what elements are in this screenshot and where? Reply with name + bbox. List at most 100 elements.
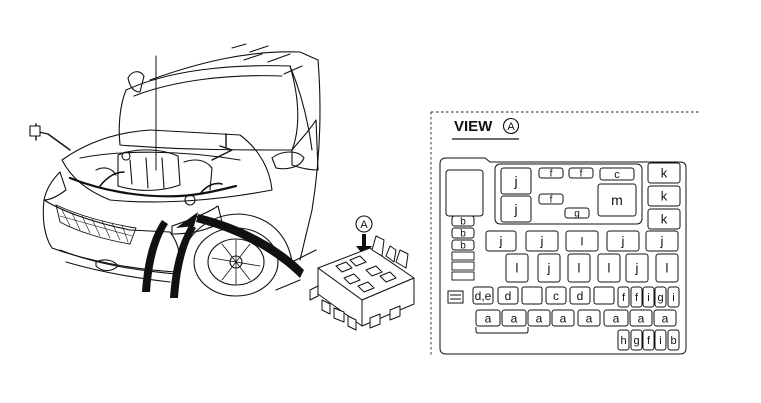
fuse-cell-box [569, 286, 591, 305]
fuse-cell-box [551, 309, 575, 327]
fuse-cell-box [451, 239, 475, 251]
fuse-cell-a8: a [653, 309, 677, 327]
fuse-cell-label: f [550, 195, 553, 206]
pointer-arrow-engine [176, 212, 198, 228]
fuse-cell-jr6: j [625, 253, 649, 283]
fuse-cell-label: a [511, 311, 518, 325]
fuse-cell-b4: b [667, 329, 680, 351]
ground-bolt-right [211, 133, 233, 161]
fuse-cell-box [630, 286, 643, 308]
fuse-cell-box [667, 329, 680, 351]
wiring-harness [68, 176, 238, 198]
fuse-cell-c1: c [545, 286, 567, 305]
fuse-cell-box [629, 309, 653, 327]
fuse-cell-label: j [499, 234, 503, 249]
fuse-cell-label: k [661, 189, 668, 204]
relay-symbol-lines [450, 294, 461, 300]
fuse-cell-label: f [647, 335, 651, 347]
fuse-cell-box [485, 230, 517, 252]
fuse-cell-box [654, 286, 667, 308]
fuse-cell-label: b [460, 241, 466, 252]
fuse-cell-label: l [608, 261, 611, 276]
fuse-cell-label: a [536, 311, 543, 325]
fuse-cell-label: g [574, 209, 580, 220]
fuse-cell-b1: b [451, 215, 475, 228]
b-blank-2 [451, 261, 475, 271]
fuse-cell-label: a [560, 311, 567, 325]
fuse-cell-f4: f [617, 286, 630, 308]
fuse-cell-label: m [611, 192, 623, 208]
fuse-cell-jr2: j [525, 230, 559, 252]
fuse-cell-box [654, 329, 667, 351]
fuse-cell-box [567, 253, 591, 283]
fuse-cell-box [537, 253, 561, 283]
fuse-cell-a4: a [551, 309, 575, 327]
fuse-cell-jr4: j [645, 230, 679, 252]
blank-block [445, 169, 484, 217]
hood-crease [79, 151, 241, 161]
fuse-cell-box [655, 253, 679, 283]
fuse-cell-label: g [633, 335, 639, 347]
fuse-cell-box [647, 162, 681, 184]
fuse-cell-label: j [621, 234, 625, 249]
fuse-cell-label: f [622, 292, 626, 304]
reservoir-cap [121, 151, 131, 161]
fuse-cell-box [577, 309, 601, 327]
fuse-cell-k2: k [647, 185, 681, 207]
lower-bumper [59, 249, 177, 283]
fuse-cell-d1: d [497, 286, 519, 305]
fuse-cell-g1: g [654, 286, 667, 308]
fuse-cell-l2: l [567, 253, 591, 283]
b-blank-1 [451, 251, 475, 261]
fuse-cell-j1: j [500, 167, 532, 195]
fuse-cell-box [647, 208, 681, 230]
fuse-cell-l-top: l [565, 230, 599, 252]
fuse-cell-a5: a [577, 309, 601, 327]
fuse-cell-d2: d [569, 286, 591, 305]
fuse-cell-box [597, 183, 637, 217]
fuse-cell-label: j [513, 201, 517, 217]
fuse-cell-label: h [620, 335, 626, 347]
fuse-cell-a3: a [527, 309, 551, 327]
pointer-strokes [142, 212, 304, 298]
fuse-cell-label: b [460, 229, 466, 240]
fuse-cell-label: a [613, 311, 620, 325]
fuse-cell-label: k [661, 166, 668, 181]
fuse-cell-box [645, 230, 679, 252]
fuse-cell-box [568, 167, 594, 179]
pointer-stroke-1 [142, 220, 168, 292]
fuse-cell-box [630, 329, 643, 351]
fuse-cell-c-top: c [599, 167, 635, 181]
fuse-cell-box [497, 286, 519, 305]
left-mirror [127, 71, 145, 93]
fuse-cell-label: g [657, 292, 663, 304]
fuse-cell-de: d,e [472, 286, 494, 305]
fuse-cell-f5: f [630, 286, 643, 308]
fuse-cell-a2: a [501, 309, 527, 327]
fuse-cell-f1: f [538, 167, 564, 180]
fuse-cell-l1: l [505, 253, 529, 283]
fuse-cell-label: f [635, 292, 639, 304]
fuse-cell-label: j [540, 234, 544, 249]
fuse-cell-f6: f [642, 329, 655, 351]
fuse-cell-box [565, 230, 599, 252]
engine-cover [117, 149, 181, 191]
wheel-hub [229, 255, 243, 269]
left-headlight [43, 171, 67, 201]
fuse-cell-l4: l [655, 253, 679, 283]
fuse-cell-box [625, 253, 649, 283]
pointer-stroke-2 [170, 224, 196, 298]
front-wheel-inner [207, 238, 265, 286]
fuse-cell-label: a [485, 311, 492, 325]
fuse-box-mount [309, 285, 319, 301]
fuse-cell-label: a [662, 311, 669, 325]
wheel-spokes [211, 239, 261, 285]
view-title-marker-letter: A [507, 121, 515, 133]
fuse-box-tabs [371, 235, 409, 269]
fuse-cell-b3: b [451, 239, 475, 252]
fuse-cell-box [564, 207, 590, 219]
fuse-cell-a1: a [475, 309, 501, 327]
fuse-cell-label: a [586, 311, 593, 325]
